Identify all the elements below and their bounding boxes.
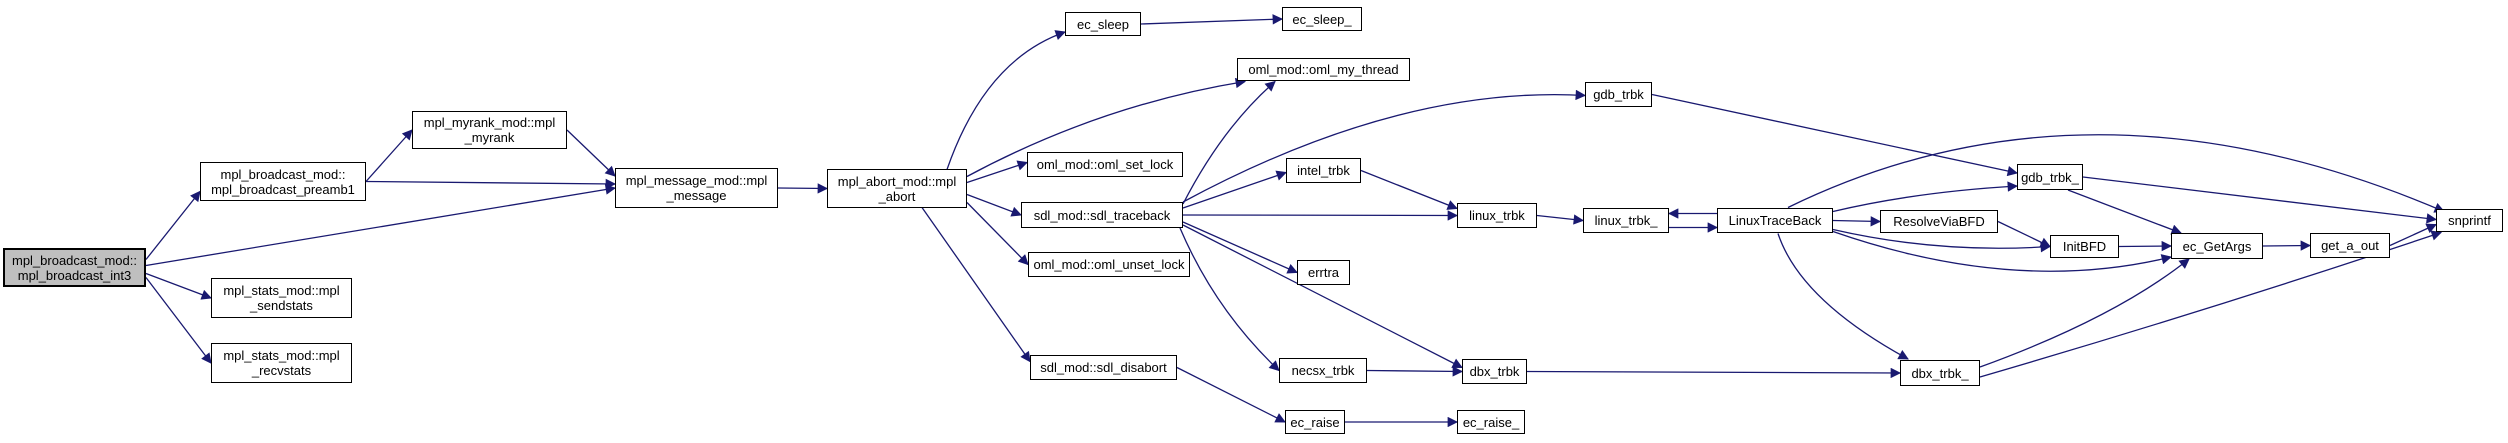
node-ec-sleep[interactable]: ec_sleep [1065,12,1141,36]
edge-LinuxTraceBack-to-gdb_trbk_ [1832,181,2019,213]
edge-dbx_trbk_-to-ec_GetArgs [1979,258,2190,368]
edge-mpl_broadcast_int3-to-mpl_broadcast_preamb1 [145,190,201,260]
edge-sdl_traceback-to-necsx_trbk [1179,227,1280,372]
edge-mpl_broadcast_int3-to-mpl_recvstats [145,277,212,364]
edge-sdl_traceback-to-oml_my_thread [1182,80,1276,205]
node-sdl-disabort[interactable]: sdl_mod::sdl_disabort [1030,355,1177,380]
node-sdl-traceback[interactable]: sdl_mod::sdl_traceback [1021,202,1183,228]
node-ec-raise-underscore[interactable]: ec_raise_ [1457,410,1525,434]
edge-sdl_traceback-to-dbx_trbk [1182,224,1463,369]
edge-intel_trbk-to-linux_trbk [1360,169,1458,210]
node-mpl-sendstats[interactable]: mpl_stats_mod::mpl _sendstats [211,278,352,318]
node-snprintf[interactable]: snprintf [2436,209,2503,232]
node-mpl-recvstats[interactable]: mpl_stats_mod::mpl _recvstats [211,343,352,383]
node-initbfd[interactable]: InitBFD [2050,235,2119,258]
edge-gdb_trbk_-to-ec_GetArgs [2067,189,2182,235]
edge-mpl_abort-to-ec_sleep [946,30,1066,170]
edge-sdl_disabort-to-ec_raise [1176,366,1286,423]
edge-InitBFD-to-ec_GetArgs [2118,240,2173,252]
edge-ResolveViaBFD-to-InitBFD [1997,220,2051,248]
node-linux-trbk-underscore[interactable]: linux_trbk_ [1583,208,1669,233]
node-oml-set-lock[interactable]: oml_mod::oml_set_lock [1027,152,1183,177]
edge-ec_GetArgs-to-get_a_out [2262,240,2312,251]
node-errtra[interactable]: errtra [1297,260,1350,285]
edge-sdl_traceback-to-errtra [1182,221,1298,274]
edge-LinuxTraceBack-to-ResolveViaBFD [1832,216,1882,227]
node-gdb-trbk-underscore[interactable]: gdb_trbk_ [2017,164,2083,190]
edge-mpl_broadcast_preamb1-to-mpl_myrank [365,129,413,182]
node-dbx-trbk-underscore[interactable]: dbx_trbk_ [1900,360,1980,386]
edge-linux_trbk-to-linux_trbk_ [1536,214,1585,225]
node-oml-my-thread[interactable]: oml_mod::oml_my_thread [1237,58,1410,81]
edge-mpl_abort-to-oml_set_lock [966,160,1028,184]
node-oml-unset-lock[interactable]: oml_mod::oml_unset_lock [1028,252,1190,277]
node-gdb-trbk[interactable]: gdb_trbk [1585,82,1652,107]
node-linux-trbk[interactable]: linux_trbk [1457,203,1537,228]
edge-mpl_abort-to-sdl_disabort [921,207,1031,363]
node-ec-raise[interactable]: ec_raise [1285,410,1345,434]
node-get-a-out[interactable]: get_a_out [2310,233,2390,258]
node-ec-getargs[interactable]: ec_GetArgs [2171,233,2263,259]
node-ec-sleep-underscore[interactable]: ec_sleep_ [1282,7,1362,31]
edge-LinuxTraceBack-to-snprintf [1787,134,2445,213]
node-mpl-broadcast-int3[interactable]: mpl_broadcast_mod:: mpl_broadcast_int3 [3,248,146,287]
node-mpl-myrank[interactable]: mpl_myrank_mod::mpl _myrank [412,111,567,149]
node-mpl-broadcast-preamb1[interactable]: mpl_broadcast_mod:: mpl_broadcast_preamb… [200,162,366,201]
edge-mpl_message-to-mpl_abort [777,183,829,194]
node-dbx-trbk[interactable]: dbx_trbk [1462,359,1527,384]
edge-gdb_trbk_-to-snprintf [2082,176,2438,224]
node-necsx-trbk[interactable]: necsx_trbk [1279,358,1367,383]
edge-necsx_trbk-to-dbx_trbk [1366,366,1464,377]
edge-mpl_abort-to-oml_unset_lock [966,202,1029,266]
edge-sdl_traceback-to-gdb_trbk [1182,89,1587,203]
edge-dbx_trbk-to-dbx_trbk_ [1526,367,1902,379]
edge-ec_sleep-to-ec_sleep_ [1140,14,1284,25]
edge-sdl_traceback-to-intel_trbk [1182,170,1287,209]
edge-mpl_broadcast_preamb1-to-mpl_message [365,178,617,190]
node-resolveviabfd[interactable]: ResolveViaBFD [1880,210,1998,233]
edge-sdl_traceback-to-linux_trbk [1182,210,1459,221]
edge-mpl_myrank-to-mpl_message [566,129,616,177]
node-mpl-abort[interactable]: mpl_abort_mod::mpl _abort [827,169,967,208]
edge-LinuxTraceBack-to-ec_GetArgs [1832,230,2173,272]
node-intel-trbk[interactable]: intel_trbk [1286,158,1361,183]
edge-LinuxTraceBack-to-dbx_trbk_ [1777,233,1909,360]
node-linuxtraceback[interactable]: LinuxTraceBack [1717,208,1833,233]
edge-get_a_out-to-snprintf [2389,223,2437,247]
edge-mpl_broadcast_int3-to-mpl_sendstats [145,272,212,300]
node-mpl-message[interactable]: mpl_message_mod::mpl _message [615,168,778,208]
edge-mpl_abort-to-sdl_traceback [966,193,1022,217]
edge-gdb_trbk-to-gdb_trbk_ [1651,93,2019,177]
